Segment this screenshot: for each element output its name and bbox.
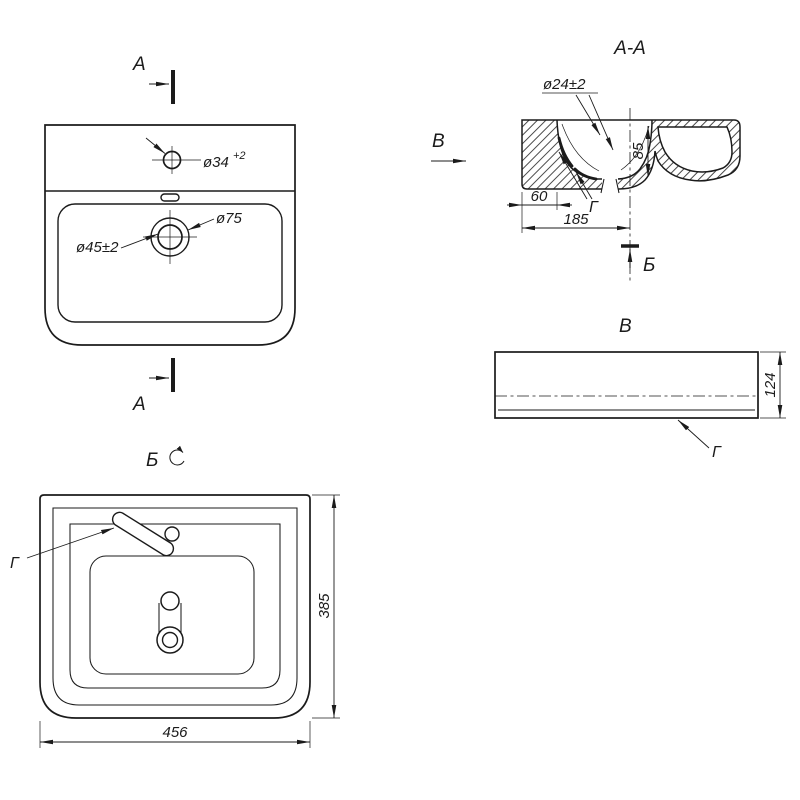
faucet-hole-tolerance: +2 <box>233 150 246 162</box>
view-b-label: Б <box>643 255 655 276</box>
dimension-text-185: 185 <box>563 211 589 228</box>
sealant-leader-arrow <box>575 171 593 200</box>
overflow-leader-arrow <box>575 94 601 136</box>
section-view-aa: А-А В ø24±2 85 60 Г 185 Б <box>431 38 741 282</box>
view-v-label: В <box>432 131 445 152</box>
section-label-top: А <box>132 54 146 75</box>
faucet-hole-dimension: ø34 <box>203 154 229 171</box>
basin-footprint <box>89 555 255 675</box>
bowl-contour-line <box>561 123 600 172</box>
dimension-text-60: 60 <box>531 188 548 205</box>
drain-opening-mask <box>602 178 618 191</box>
sealant-leader-arrow <box>677 419 710 449</box>
sealant-leader-arrow <box>26 527 115 559</box>
sealant-label: Г <box>712 444 722 461</box>
sealant-leader-arrow <box>558 151 588 200</box>
overflow-leader-arrow <box>588 94 614 151</box>
bottom-inner-outline <box>69 523 281 689</box>
side-outline <box>494 351 759 419</box>
dimension-text-85: 85 <box>630 142 647 159</box>
rotated-view-icon <box>169 445 185 466</box>
overflow-slot <box>160 193 180 202</box>
bottom-view-b: Б Г 385 456 <box>10 445 340 748</box>
overflow-channel-slot <box>111 511 175 557</box>
side-view-title: В <box>619 316 632 337</box>
drain-trap-inner <box>161 631 179 649</box>
faucet-leader-arrow <box>145 137 166 154</box>
basin-rim <box>57 203 283 323</box>
sealant-label: Г <box>589 199 599 216</box>
sealant-label: Г <box>10 555 20 572</box>
drain-opening-edge <box>600 178 605 194</box>
recess-dimension: ø75 <box>216 210 243 227</box>
drain-trap-outer <box>156 626 184 654</box>
drain-dimension: ø45±2 <box>76 239 119 256</box>
drain-opening-edge <box>615 178 620 194</box>
drain-hole-bottom <box>160 591 180 611</box>
dimension-text-385: 385 <box>316 593 333 619</box>
bottom-outer-outline <box>39 494 311 719</box>
drain-leader-arrow <box>120 233 159 249</box>
faucet-hole-bottom <box>164 526 180 542</box>
bottom-inner-outline <box>52 507 298 706</box>
bottom-view-title: Б <box>146 450 158 471</box>
section-label-bottom: А <box>132 394 146 415</box>
overflow-dimension: ø24±2 <box>543 76 586 93</box>
section-title: А-А <box>613 38 646 59</box>
dimension-text-456: 456 <box>162 724 188 741</box>
side-view-v: В Г 124 <box>494 316 786 461</box>
recess-leader-arrow <box>187 218 215 231</box>
dimension-text-124: 124 <box>762 372 779 397</box>
front-view: ø34 +2 ø45±2 ø75 А А <box>44 54 296 415</box>
sink-outer-outline <box>44 124 296 346</box>
